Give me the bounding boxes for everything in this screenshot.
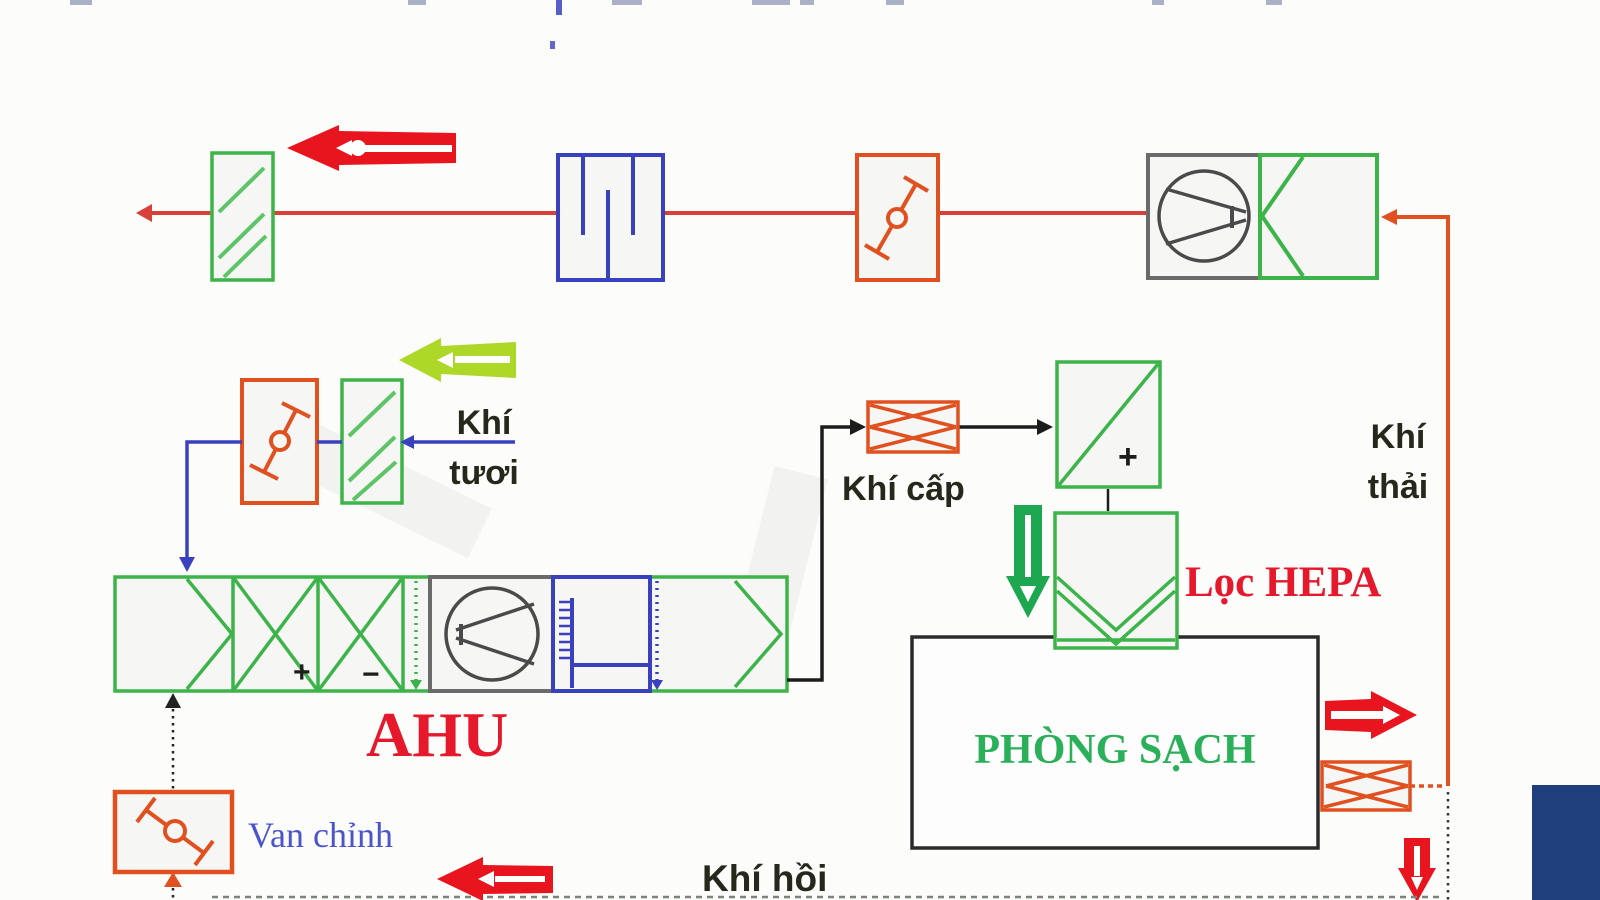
van-chinh-damper-valve [112,789,235,875]
cropped-text-artifact [1152,0,1164,5]
supply-to-room-arrow [1006,505,1050,618]
exhaust-filter-louver [210,151,275,282]
fresh-air-arrow [399,338,516,382]
ahu-filter-dotted [410,581,422,690]
arrowhead-left-icon [400,435,414,449]
cropped-text-artifact [408,0,426,5]
supply-air-label: Khí cấp [842,470,965,508]
cropped-text-artifact [800,0,814,5]
exhaust-air-label-line1: Khí [1370,418,1426,456]
exhaust-riser-line [1381,209,1450,900]
exhaust-discharge-line [136,204,1148,222]
return-air-arrow [437,857,553,900]
fresh-air-duct-line [179,435,515,572]
ahu-heating-coil: + [231,575,320,693]
arrowhead-left-icon [136,204,152,222]
fresh-air-label: Khí tươi [436,398,532,498]
exhaust-air-label: Khí thải [1352,412,1444,512]
heating-coil-sign: + [293,656,311,689]
hepa-filter-label: Lọc HEPA [1185,559,1382,606]
exhaust-air-label-line2: thải [1367,468,1429,506]
fresh-air-damper-valve [240,378,319,505]
cropped-text-artifact [556,0,562,15]
silencer [556,153,665,282]
fresh-air-filter [340,378,404,505]
navy-block [1532,785,1600,900]
ahu-supply-fan [428,575,555,693]
flexible-connector [1258,153,1379,280]
hepa-stage-sign: + [1118,438,1138,476]
arrowhead-up-icon [165,693,181,708]
hepa-prefilter-box: + [1055,360,1162,489]
ahu-discharge-section [733,579,784,689]
hepa-filter-box [1053,511,1179,650]
exhaust-air-arrow [287,125,456,171]
arrowhead-right-icon [1037,419,1053,435]
room-exhaust-arrow [1325,691,1417,739]
ahu-humidifier-section [551,575,652,693]
cropped-text-artifact [550,41,555,49]
cropped-text-artifact [612,0,642,5]
fresh-air-label-line1: Khí [456,404,512,442]
supply-duct-line [787,419,1053,682]
ahu-filter-dotted-2 [651,581,663,690]
arrowhead-up-icon [164,872,182,887]
arrowhead-right-icon [850,419,866,435]
cropped-text-artifact [886,0,904,5]
cropped-text-artifact [752,0,790,5]
exhaust-fan [1146,153,1262,280]
cropped-text-artifact [1266,0,1282,5]
fresh-air-label-line2: tươi [449,454,519,492]
adjustment-valve-label: Van chỉnh [248,815,393,855]
cooling-coil-sign: − [362,658,380,691]
ahu-label: AHU [366,699,509,770]
exhaust-down-arrow [1398,838,1436,900]
clean-room-box [910,635,1320,850]
cropped-text-artifact [70,0,92,5]
arrowhead-left-icon [1381,209,1397,225]
ahu-cooling-coil: − [316,575,405,693]
return-air-label: Khí hồi [702,858,828,899]
arrowhead-down-icon [179,557,195,572]
ahu-mixing-section [185,577,235,691]
supply-filter-louver [866,400,960,454]
exhaust-damper-valve [855,153,940,282]
room-exhaust-filter [1320,760,1412,812]
return-dotted-line [164,693,182,900]
clean-room-label: PHÒNG SẠCH [974,727,1256,773]
